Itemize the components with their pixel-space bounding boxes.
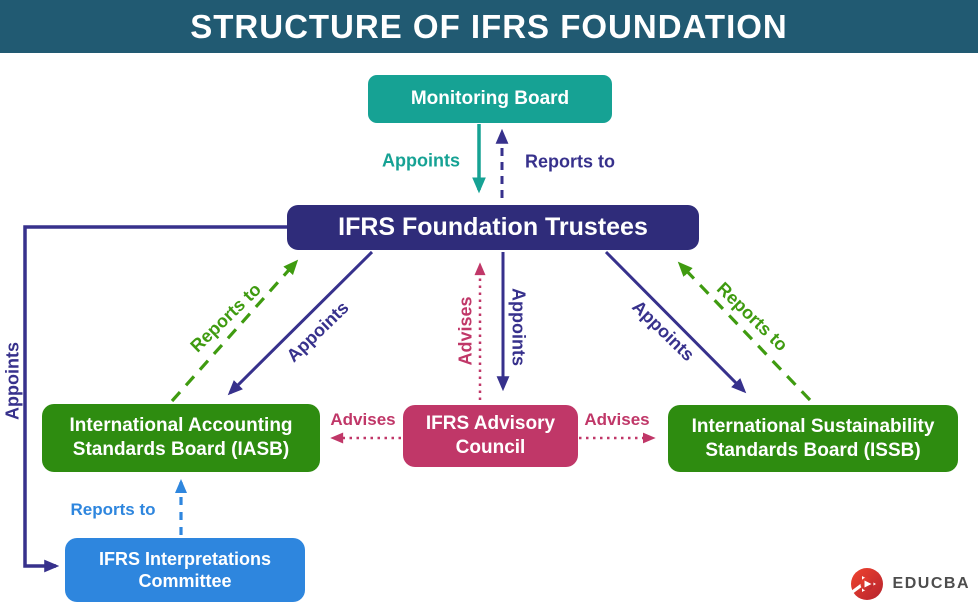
node-ifrs-advisory-council: IFRS Advisory Council bbox=[403, 405, 578, 467]
brand-name: EDUCBA bbox=[892, 575, 970, 592]
arrow-trustees-appoints-iasb bbox=[227, 250, 374, 396]
node-issb: International Sustainability Standards B… bbox=[668, 405, 958, 472]
label-mb-reports-to: Reports to bbox=[525, 151, 615, 172]
brand-footer: EDUCBA bbox=[848, 565, 970, 603]
label-advises-issb: Advises bbox=[584, 410, 650, 429]
label-committee-reports-to: Reports to bbox=[70, 500, 156, 519]
educba-logo-icon bbox=[849, 568, 883, 600]
label-council-advises-up: Advises bbox=[455, 296, 476, 366]
node-monitoring-board: Monitoring Board bbox=[368, 75, 612, 123]
label-mb-appoints: Appoints bbox=[382, 150, 460, 171]
arrow-issb-reports-trustees bbox=[677, 261, 812, 402]
node-ifrs-foundation-trustees: IFRS Foundation Trustees bbox=[287, 205, 699, 250]
arrow-iasb-reports-trustees bbox=[170, 259, 299, 403]
arrow-trustees-appoints-issb bbox=[604, 250, 747, 394]
node-iasb: International Accounting Standards Board… bbox=[42, 404, 320, 472]
label-advises-iasb: Advises bbox=[330, 410, 396, 429]
label-council-appoints: Appoints bbox=[508, 288, 529, 366]
label-committee-appoints: Appoints bbox=[2, 342, 23, 420]
arrow-trustees-appoints-committee bbox=[23, 225, 288, 573]
node-ifrs-interpretations-committee: IFRS Interpretations Committee bbox=[65, 538, 305, 602]
page-title: STRUCTURE OF IFRS FOUNDATION bbox=[0, 0, 978, 53]
